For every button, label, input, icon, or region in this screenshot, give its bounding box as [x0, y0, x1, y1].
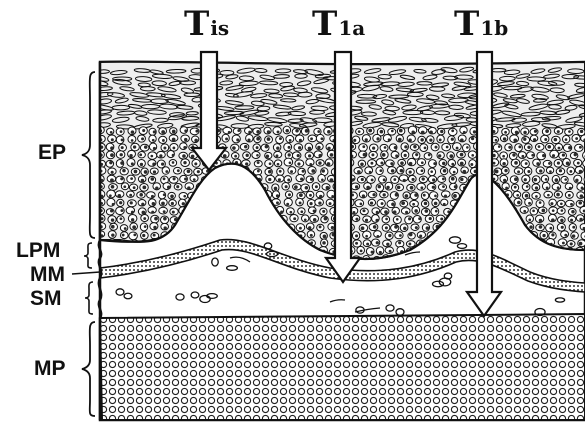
- stage-label-t1b: T1b: [454, 4, 508, 44]
- stage-label-tis: Tis: [184, 4, 229, 44]
- muscularis-propria-layer: [100, 314, 585, 420]
- left-wall-boundary: [99, 62, 101, 420]
- ep-brace: [82, 72, 95, 238]
- mp-brace: [82, 322, 95, 416]
- layer-label-mm: MM: [30, 263, 65, 286]
- layer-label-lpm: LPM: [16, 239, 60, 262]
- layer-label-ep: EP: [38, 141, 66, 164]
- mm-pointer: [72, 272, 100, 274]
- layer-label-mp: MP: [34, 357, 66, 380]
- stage-label-t1a: T1a: [312, 4, 365, 44]
- sm-brace: [85, 282, 93, 314]
- lpm-brace: [84, 243, 92, 268]
- layer-label-sm: SM: [30, 287, 62, 310]
